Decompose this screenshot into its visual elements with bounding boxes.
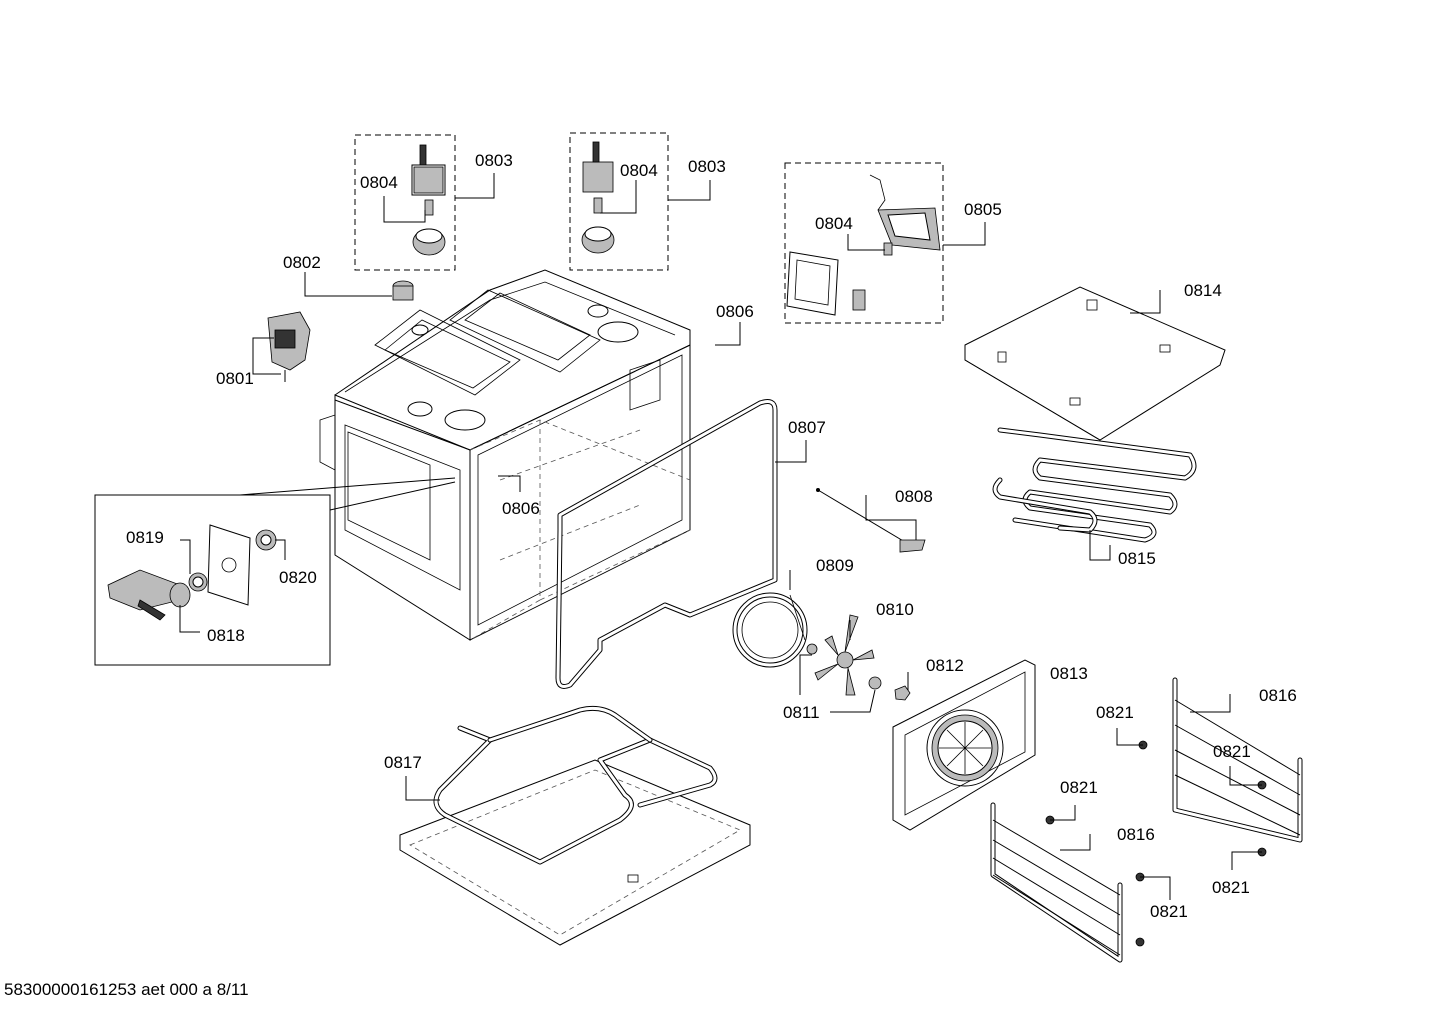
label-0821-b: 0821 bbox=[1213, 742, 1251, 761]
temperature-sensor-0808 bbox=[816, 488, 926, 553]
ring-heating-element-0809 bbox=[732, 592, 808, 668]
label-0821-e: 0821 bbox=[1150, 902, 1188, 921]
label-0802: 0802 bbox=[283, 253, 321, 272]
label-0816-right: 0816 bbox=[1259, 686, 1297, 705]
light-assembly-right bbox=[569, 132, 669, 271]
label-0815: 0815 bbox=[1118, 549, 1156, 568]
washer-0811-a bbox=[806, 643, 818, 655]
label-0816-left: 0816 bbox=[1117, 825, 1155, 844]
label-0809: 0809 bbox=[816, 556, 854, 575]
light-socket-0802 bbox=[392, 280, 414, 301]
door-gasket-0807 bbox=[555, 399, 778, 689]
label-0806-top: 0806 bbox=[716, 302, 754, 321]
label-0807: 0807 bbox=[788, 418, 826, 437]
bottom-element-0817 bbox=[399, 705, 751, 946]
document-id-footer: 58300000161253 aet 000 a 8/11 bbox=[4, 980, 249, 999]
nut-0812 bbox=[894, 685, 911, 701]
fan-blade-0810 bbox=[814, 614, 875, 696]
label-0818: 0818 bbox=[207, 626, 245, 645]
label-0813: 0813 bbox=[1050, 664, 1088, 683]
label-0820: 0820 bbox=[279, 568, 317, 587]
grill-element-0815 bbox=[992, 427, 1197, 543]
label-0804-left: 0804 bbox=[360, 173, 398, 192]
shelf-rack-0816-left bbox=[990, 802, 1123, 963]
label-0804-right: 0804 bbox=[620, 161, 658, 180]
label-0817: 0817 bbox=[384, 753, 422, 772]
label-0814: 0814 bbox=[1184, 281, 1222, 300]
label-0801: 0801 bbox=[216, 369, 254, 388]
label-0805: 0805 bbox=[964, 200, 1002, 219]
label-0811: 0811 bbox=[783, 703, 820, 722]
label-0810: 0810 bbox=[876, 600, 914, 619]
shelf-rack-0816-right bbox=[1172, 677, 1303, 843]
washer-0811-b bbox=[868, 676, 882, 690]
detail-inset bbox=[94, 477, 456, 666]
top-heating-plate-0814 bbox=[964, 286, 1226, 441]
label-0821-a: 0821 bbox=[1096, 703, 1134, 722]
leader-lines bbox=[179, 173, 1262, 900]
label-0806-front: 0806 bbox=[502, 499, 540, 518]
oven-cavity bbox=[319, 269, 691, 641]
label-0821-d: 0821 bbox=[1212, 878, 1250, 897]
label-0821-c: 0821 bbox=[1060, 778, 1098, 797]
door-lock-0801 bbox=[267, 311, 311, 382]
label-0819: 0819 bbox=[126, 528, 164, 547]
label-0803-right: 0803 bbox=[688, 157, 726, 176]
label-0808: 0808 bbox=[895, 487, 933, 506]
light-assembly-left bbox=[354, 134, 456, 271]
label-0804-side: 0804 bbox=[815, 214, 853, 233]
label-0803-left: 0803 bbox=[475, 151, 513, 170]
fan-cover-panel-0813 bbox=[892, 659, 1036, 831]
label-0812: 0812 bbox=[926, 656, 964, 675]
part-labels: 0801 0802 0803 0803 0804 0804 0804 0805 … bbox=[126, 151, 1297, 921]
side-light-assembly-0805 bbox=[784, 162, 944, 324]
